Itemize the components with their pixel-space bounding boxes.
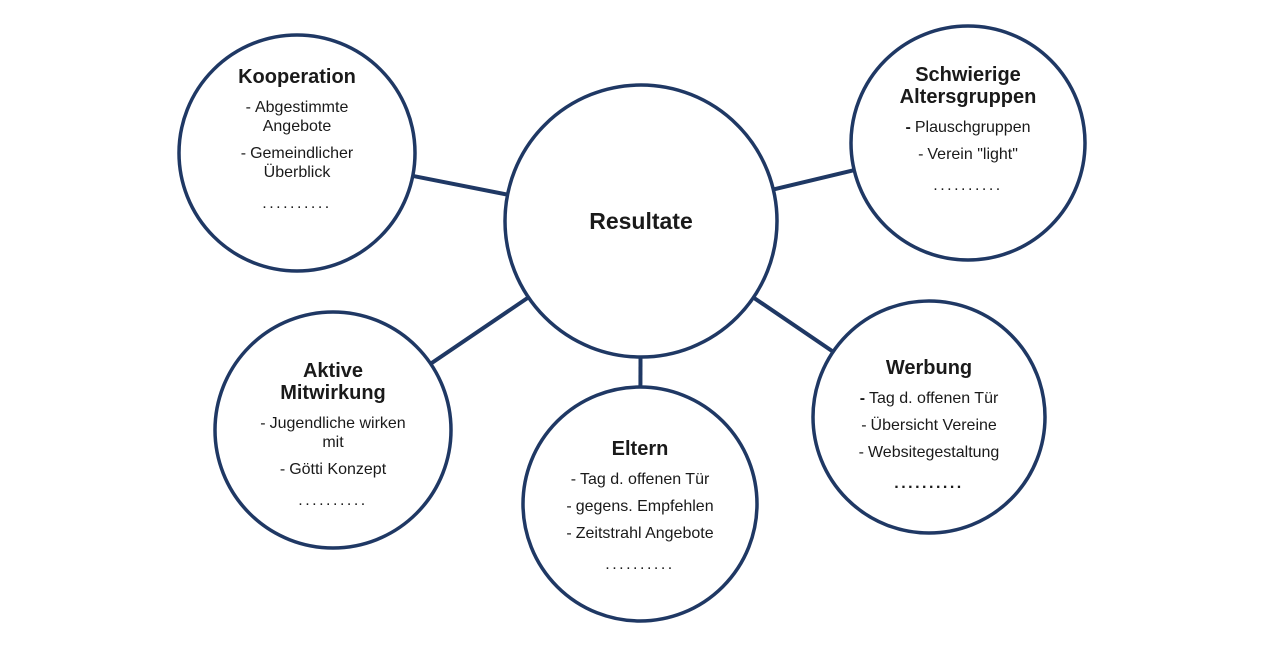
node-items-schwierige-altersgruppen: -Plauschgruppen -Verein "light".......... <box>876 118 1061 195</box>
node-eltern: Eltern -Tag d. offenen Tür -gegens. Empfe… <box>545 438 735 574</box>
item-dash: - <box>279 461 286 478</box>
node-schwierige-altersgruppen: Schwierige Altersgruppen -Plauschgruppen… <box>876 64 1061 195</box>
node-item: -Tag d. offenen Tür <box>859 390 999 407</box>
node-title-aktive-mitwirkung: Aktive Mitwirkung <box>280 360 386 404</box>
item-dash: - <box>570 471 577 488</box>
node-kooperation: Kooperation -Abgestimmte Angebote -Gemein… <box>222 66 372 213</box>
item-dash: - <box>861 417 867 434</box>
circle-aktive-mitwirkung <box>213 310 453 550</box>
node-title-eltern: Eltern <box>611 438 669 460</box>
node-item-dots: .......... <box>605 556 675 573</box>
node-item-dots: .......... <box>933 177 1003 194</box>
item-dash: - <box>566 498 572 515</box>
node-werbung: Werbung -Tag d. offenen Tür -Übersicht Ve… <box>834 357 1024 493</box>
node-title-resultate: Resultate <box>589 208 693 234</box>
node-item: -Zeitstrahl Angebote <box>566 525 714 542</box>
node-title-schwierige-altersgruppen: Schwierige Altersgruppen <box>899 64 1037 108</box>
node-item: -Götti Konzept <box>279 461 387 478</box>
node-title-kooperation: Kooperation <box>238 66 356 88</box>
circle-resultate <box>503 83 779 359</box>
node-item: -Plauschgruppen <box>905 119 1031 136</box>
node-items-kooperation: -Abgestimmte Angebote -Gemeindlicher Über… <box>222 98 372 213</box>
circle-kooperation <box>177 33 417 273</box>
node-item: -gegens. Empfehlen <box>566 498 714 515</box>
item-dash: - <box>905 119 911 136</box>
node-item: -Websitegestaltung <box>858 444 1000 461</box>
node-item: -Abgestimmte Angebote <box>245 99 349 135</box>
node-item-dots: .......... <box>262 195 332 212</box>
node-title-werbung: Werbung <box>885 357 973 379</box>
item-dash: - <box>245 99 251 116</box>
node-item: -Verein "light" <box>918 146 1018 163</box>
item-dash: - <box>240 145 247 162</box>
node-resultate: Resultate <box>526 85 756 357</box>
node-item: -Gemeindlicher Überblick <box>240 145 354 181</box>
item-dash: - <box>859 390 866 407</box>
node-item-dots: .......... <box>894 475 964 492</box>
item-dash: - <box>566 525 572 542</box>
item-dash: - <box>858 444 864 461</box>
item-dash: - <box>260 415 266 432</box>
node-items-werbung: -Tag d. offenen Tür -Übersicht Vereine -We… <box>834 389 1024 493</box>
circle-schwierige-altersgruppen <box>849 24 1087 262</box>
circle-eltern <box>521 385 759 623</box>
circle-werbung <box>811 299 1047 535</box>
node-item: -Tag d. offenen Tür <box>570 471 710 488</box>
item-dash: - <box>918 146 924 163</box>
node-aktive-mitwirkung: Aktive Mitwirkung -Jugendliche wirken mi… <box>248 360 418 510</box>
node-items-eltern: -Tag d. offenen Tür -gegens. Empfehlen -Ze… <box>545 470 735 574</box>
node-item: -Jugendliche wirken mit <box>260 415 406 451</box>
node-items-aktive-mitwirkung: -Jugendliche wirken mit -Götti Konzept...… <box>248 414 418 510</box>
node-item: -Übersicht Vereine <box>861 417 997 434</box>
node-item-dots: .......... <box>298 492 368 509</box>
